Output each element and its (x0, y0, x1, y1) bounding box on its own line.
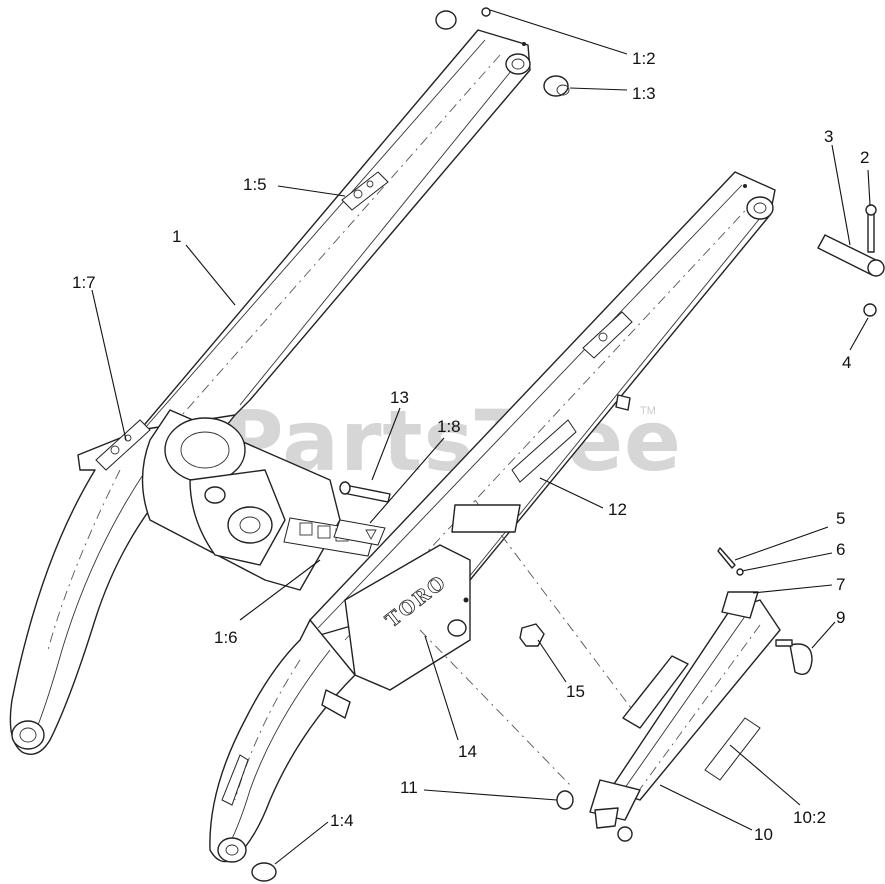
callout-10: 10 (754, 825, 773, 844)
callout-labels: 1:2 1:3 1:5 1 1:7 3 2 4 13 1:8 12 5 6 7 … (72, 49, 869, 844)
callout-1: 1 (172, 227, 181, 246)
decal-1-8 (333, 519, 386, 546)
bushing-1-4[interactable] (251, 862, 277, 882)
callout-1-5: 1:5 (243, 175, 267, 194)
washer-6[interactable] (736, 568, 744, 576)
decal-12 (511, 419, 577, 483)
callout-3: 3 (824, 127, 833, 146)
callout-2: 2 (860, 148, 869, 167)
bolt-2[interactable] (865, 204, 877, 253)
callout-12: 12 (608, 500, 627, 519)
pin-3[interactable] (817, 234, 885, 277)
washer-11[interactable] (556, 790, 574, 810)
decal-lower-right (221, 754, 249, 806)
decal-upper-right (582, 311, 633, 359)
callout-1-4: 1:4 (330, 811, 354, 830)
callout-15: 15 (566, 682, 585, 701)
bushing-1-3[interactable] (543, 75, 570, 97)
callout-13: 13 (390, 388, 409, 407)
callout-10-2: 10:2 (793, 808, 826, 827)
callout-1-3: 1:3 (632, 84, 656, 103)
callout-5: 5 (836, 509, 845, 528)
pin-5[interactable] (717, 547, 736, 569)
decal-10-2 (704, 717, 761, 781)
loader-arm-left[interactable] (9, 29, 531, 755)
callout-1-2: 1:2 (632, 49, 656, 68)
attachment-lever[interactable] (589, 591, 781, 842)
callout-11: 11 (400, 778, 418, 797)
bucket-plate-outline (419, 499, 689, 786)
cross-tube[interactable] (141, 409, 341, 591)
callout-6: 6 (836, 540, 845, 559)
nut-4[interactable] (863, 303, 877, 317)
callout-9: 9 (836, 608, 845, 627)
callout-4: 4 (842, 353, 851, 372)
decal-1-5 (341, 171, 389, 211)
bushing-top-left[interactable] (435, 10, 457, 30)
callout-1-6: 1:6 (214, 628, 238, 647)
grease-fitting-1-2[interactable] (481, 7, 491, 17)
callout-1-7: 1:7 (72, 273, 96, 292)
watermark-trademark: TM (640, 405, 656, 417)
callout-14: 14 (458, 742, 477, 761)
callout-1-8: 1:8 (437, 417, 461, 436)
callout-7: 7 (836, 575, 845, 594)
loader-arm-right[interactable] (209, 171, 776, 863)
lynch-pin-9[interactable] (775, 639, 813, 675)
leader-lines (91, 9, 871, 865)
